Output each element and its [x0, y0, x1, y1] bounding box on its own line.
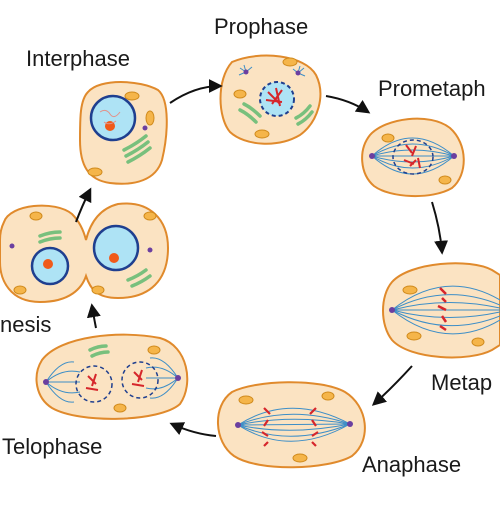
anaphase-cell	[217, 381, 366, 469]
prophase-cell	[219, 54, 322, 145]
label-cytokinesis: nesis	[0, 312, 52, 337]
arrow-prophase-to-prometaphase	[325, 95, 371, 114]
arrow-interphase-to-prophase	[169, 79, 223, 104]
label-interphase: Interphase	[26, 46, 130, 71]
arrow-prometaphase-to-metaphase	[431, 201, 449, 255]
arrow-anaphase-to-telophase	[169, 422, 217, 437]
label-telophase: Telophase	[2, 434, 103, 459]
prometaphase-cell	[361, 117, 465, 197]
nucleus	[89, 94, 137, 142]
label-prophase: Prophase	[214, 14, 309, 39]
metaphase-cell	[382, 262, 500, 359]
arrow-cytokinesis-to-interphase	[75, 187, 92, 223]
arrow-telophase-to-cytokinesis	[86, 303, 101, 329]
telophase-cell	[35, 333, 189, 420]
label-metaphase: Metap	[431, 370, 493, 395]
cycle-arrows	[75, 79, 449, 437]
arrow-metaphase-to-anaphase	[371, 365, 413, 406]
interphase-cell	[78, 81, 168, 185]
label-prometaphase: Prometaph	[378, 76, 486, 101]
label-anaphase: Anaphase	[362, 452, 462, 477]
cytokinesis-cells	[0, 202, 170, 304]
